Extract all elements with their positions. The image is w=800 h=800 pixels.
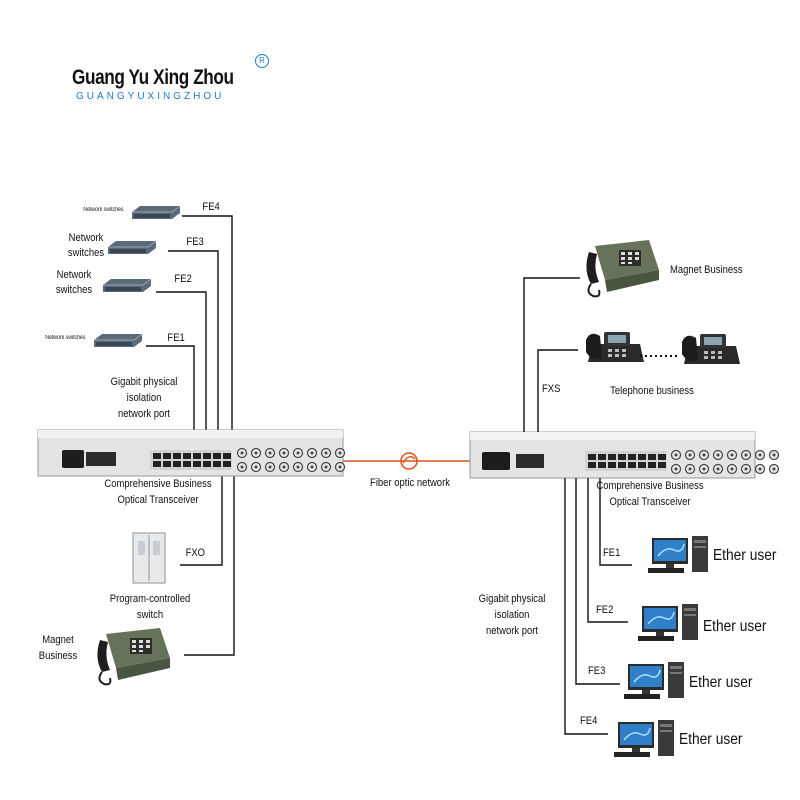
- isolation-label-line: isolation: [494, 609, 530, 621]
- port-label-fe4: FE4: [202, 201, 220, 213]
- pbx-label-line: switch: [136, 609, 164, 621]
- brand-logo: Guang Yu Xing Zhou GUANGYUXINGZHOU: [72, 66, 269, 102]
- isolation-label-line: network port: [485, 625, 539, 637]
- pbx-label-line: Program-controlled: [109, 593, 191, 605]
- port-label-fe4: FE4: [580, 715, 598, 727]
- transceiver-label-line: Comprehensive Business: [104, 478, 212, 490]
- power-socket-icon: [482, 452, 510, 470]
- magnet-phone-icon: [585, 239, 660, 298]
- fxs-label: FXS: [542, 383, 561, 395]
- port-label-fe3: FE3: [186, 236, 204, 248]
- right-optical-transceiver: [469, 431, 780, 479]
- power-socket-icon: [62, 450, 84, 468]
- power-switch-icon: [86, 452, 116, 466]
- network-switch-icon: [93, 333, 143, 348]
- computer-icon: [623, 661, 685, 700]
- switch-label: Network switches: [83, 207, 124, 213]
- ether-user-label: Ether user: [703, 618, 767, 635]
- left-optical-transceiver: [37, 429, 346, 477]
- power-switch-icon: [516, 454, 544, 468]
- ether-user-label: Ether user: [713, 547, 777, 564]
- switch-label: Network switches: [55, 269, 93, 296]
- switch-label: Network switches: [45, 335, 86, 341]
- magnet-phone-icon: [96, 627, 171, 686]
- left-wiring: [146, 215, 235, 656]
- right-wiring: [523, 277, 632, 735]
- brand-subname: GUANGYUXINGZHOU: [76, 91, 225, 102]
- magnet-label-line: Magnet: [42, 634, 74, 646]
- port-label-fe1: FE1: [167, 332, 185, 344]
- port-label-fe3: FE3: [588, 665, 606, 677]
- isolation-label-line: network port: [117, 408, 171, 420]
- fxo-label: FXO: [185, 547, 206, 559]
- telephone-icon: [586, 332, 644, 362]
- fiber-link: [343, 452, 470, 470]
- isolation-label-line: Gigabit physical: [478, 593, 546, 605]
- isolation-label-line: Gigabit physical: [110, 376, 178, 388]
- isolation-label-line: isolation: [126, 392, 162, 404]
- magnet-label-line: Business: [38, 650, 78, 662]
- computer-icon: [613, 719, 675, 758]
- port-label-fe2: FE2: [596, 604, 614, 616]
- transceiver-label-line: Optical Transceiver: [117, 494, 199, 506]
- port-label-fe1: FE1: [603, 547, 621, 559]
- ether-user-label: Ether user: [689, 674, 753, 691]
- ether-user-label: Ether user: [679, 731, 743, 748]
- transceiver-label-line: Comprehensive Business: [596, 480, 704, 492]
- telephone-business-label: Telephone business: [610, 385, 694, 397]
- fiber-coil-icon: [400, 452, 418, 470]
- computer-icon: [647, 535, 709, 574]
- transceiver-label-line: Optical Transceiver: [609, 496, 691, 508]
- computer-icon: [637, 603, 699, 642]
- switch-label: Network switches: [67, 232, 105, 259]
- brand-name: Guang Yu Xing Zhou: [72, 66, 234, 89]
- registered-mark: R: [255, 54, 269, 68]
- network-switch-icon: [102, 278, 152, 293]
- program-controlled-switch-icon: [132, 532, 166, 584]
- port-label-fe2: FE2: [174, 273, 192, 285]
- network-switch-icon: [107, 240, 157, 255]
- telephone-icon: [682, 334, 740, 364]
- fiber-network-label: Fiber optic network: [370, 477, 450, 489]
- network-switch-icon: [131, 205, 181, 220]
- magnet-business-label: Magnet Business: [670, 264, 743, 276]
